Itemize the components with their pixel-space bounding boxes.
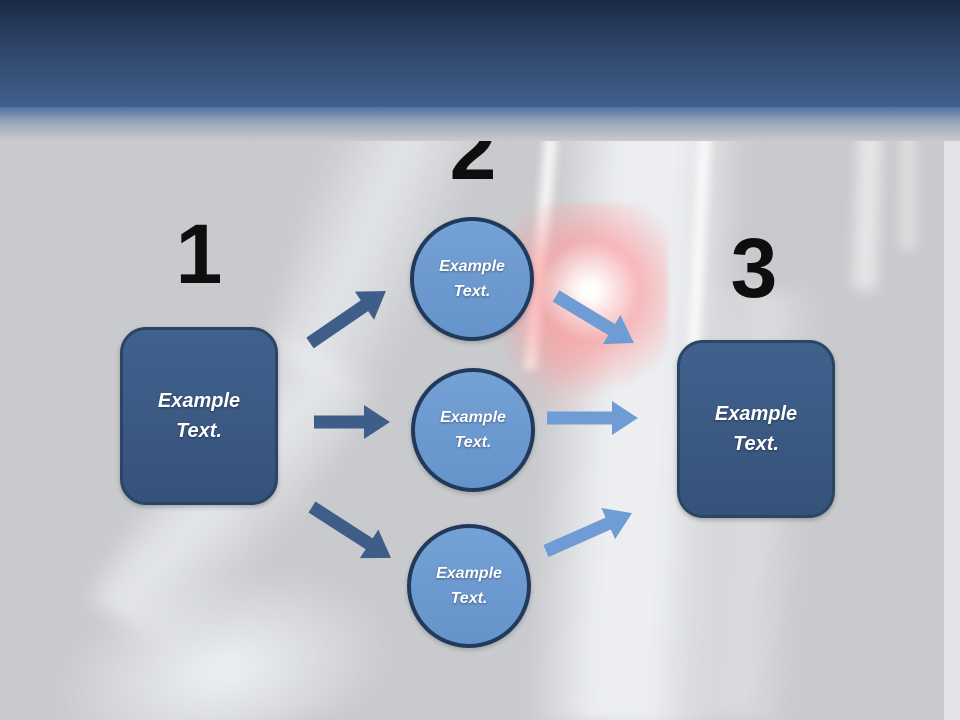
arrow-up-right-icon [543,508,633,557]
process-circle-bottom-label: Example Text. [436,565,502,607]
arrow-up-right-icon [306,291,386,349]
process-circle-top: Example Text. [410,217,534,341]
arrow-down-right-icon [308,501,392,559]
arrow-right-icon [547,401,638,435]
title-bar [0,0,960,107]
process-circle-top-label: Example Text. [439,258,505,300]
process-start-box: Example Text. [120,327,278,505]
process-circle-middle: Example Text. [411,368,535,492]
process-end-label: Example Text. [714,403,798,455]
process-circle-middle-label: Example Text. [440,409,506,451]
process-end-box: Example Text. [677,340,835,518]
process-start-label: Example Text. [157,390,241,442]
process-circle-bottom: Example Text. [407,524,531,648]
background-edge-strip [944,100,960,720]
step-number-3: 3 [730,221,778,315]
step-number-1: 1 [175,207,223,301]
title-bar-fade [0,107,960,141]
arrow-right-icon [314,405,390,439]
arrow-down-right-icon [552,290,634,345]
